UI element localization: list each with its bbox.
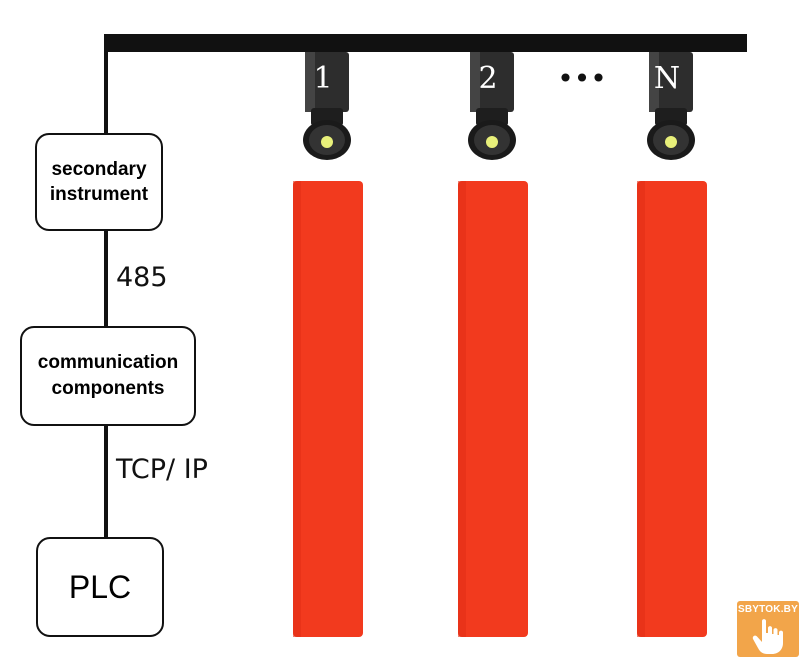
watermark-text: SBYTOK.BY <box>738 604 798 615</box>
camera-1: 1 <box>303 52 351 160</box>
tcp-ip-link-label: TCP/ IP <box>116 454 208 485</box>
box-label-line: secondary <box>51 159 147 180</box>
camera-number: 2 <box>478 61 497 96</box>
plc-box: PLC <box>36 537 164 637</box>
box-label-line: instrument <box>49 184 149 205</box>
hot-billet-2 <box>458 181 528 637</box>
hand-pointer-icon <box>752 619 783 654</box>
box-label-line: communication <box>37 352 179 373</box>
lens-light <box>321 136 333 148</box>
plc-label: PLC <box>68 568 132 605</box>
communication-components-box: communication components <box>20 326 196 426</box>
secondary-instrument-box: secondary instrument <box>35 133 163 231</box>
camera-n: N <box>647 52 695 160</box>
connector-line <box>104 34 108 539</box>
camera-number: N <box>654 61 680 96</box>
camera-body <box>649 52 693 112</box>
lens-light <box>486 136 498 148</box>
lens-light <box>665 136 677 148</box>
box-label-line: components <box>51 378 165 399</box>
camera-2: 2 <box>468 52 516 160</box>
hot-billet-1 <box>293 181 363 637</box>
hot-billet-n <box>637 181 707 637</box>
mounting-rail <box>104 34 747 52</box>
watermark-badge[interactable]: SBYTOK.BY <box>737 601 799 657</box>
camera-ellipsis: ••• <box>557 62 607 95</box>
camera-body <box>305 52 349 112</box>
rs485-link-label: 485 <box>116 262 168 293</box>
camera-number: 1 <box>313 61 332 96</box>
camera-body <box>470 52 514 112</box>
